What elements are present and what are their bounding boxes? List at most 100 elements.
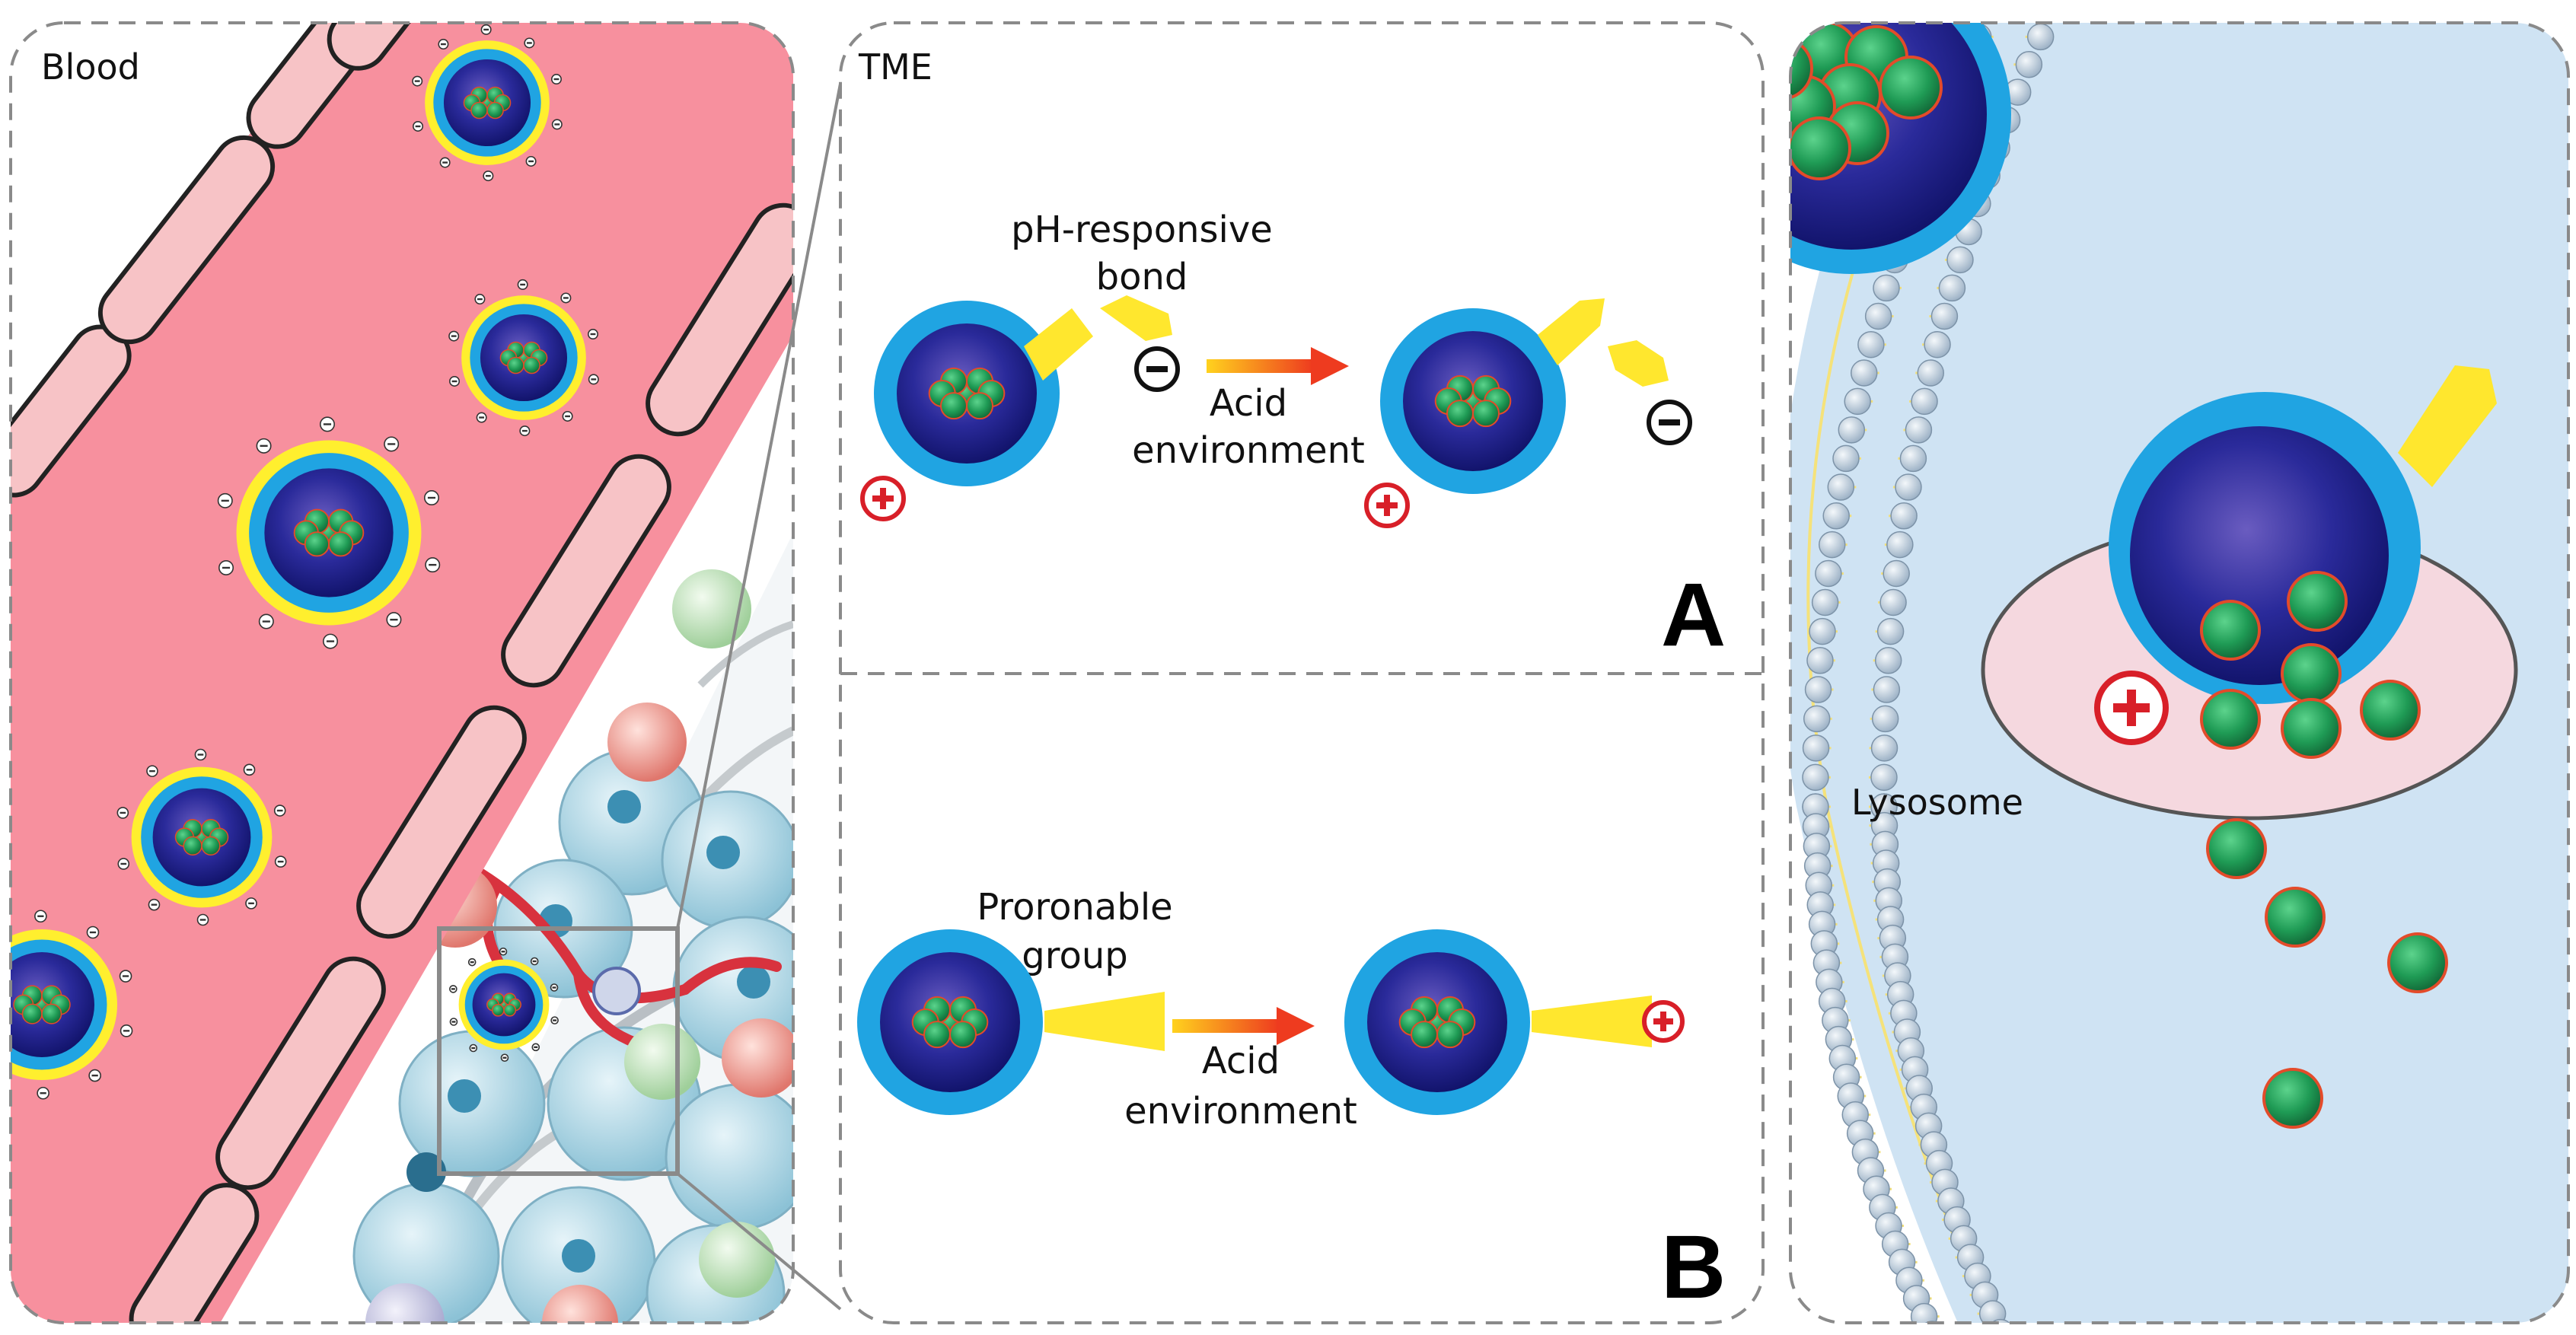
surface-charge (449, 1018, 458, 1026)
surface-charge (550, 1016, 559, 1024)
tme-panel: TME pH-responsive bond Acid environment (839, 21, 1765, 1324)
drug-molecule (2287, 571, 2348, 632)
drug-molecule (2200, 600, 2261, 661)
subpanel-b: Proronable group Acid environment B (857, 886, 1726, 1317)
drug-molecule (2387, 932, 2448, 993)
surface-charge (423, 490, 439, 506)
subpanel-b-tag: B (1661, 1217, 1726, 1317)
cell-membrane (1802, 23, 2055, 1323)
drug-molecule (183, 836, 202, 855)
surface-charge (88, 1069, 101, 1082)
surface-charge (467, 957, 477, 967)
zoom-box (437, 926, 680, 1176)
nanoparticle-in-lysosome (2109, 392, 2421, 704)
surface-charge (525, 155, 537, 167)
drug-molecule (1879, 56, 1943, 119)
nanoparticle-after (1344, 929, 1530, 1115)
ligand-cleavable (1100, 295, 1172, 341)
surface-charge (476, 412, 487, 423)
surface-charge (530, 957, 539, 966)
acid-arrow (1207, 347, 1349, 385)
drug-molecule (503, 1003, 517, 1017)
surface-charge (562, 410, 573, 422)
drug-molecule (470, 101, 488, 119)
tumor-cell (352, 748, 793, 1323)
surface-charge (256, 438, 272, 454)
ligand-attached (1024, 308, 1093, 381)
surface-charge (119, 970, 132, 983)
nanoparticle-entering (1790, 23, 2011, 274)
nanoparticle-after (1380, 308, 1566, 494)
drug-molecule (491, 1003, 505, 1017)
arrow-label-line1: Acid (1210, 382, 1287, 425)
drug-molecule (523, 356, 540, 374)
ligand-released (1608, 340, 1669, 387)
surface-charge (588, 374, 599, 385)
surface-charge (499, 947, 508, 956)
blood-label: Blood (41, 46, 140, 88)
surface-charge (519, 425, 531, 437)
negative-charge-released (1647, 400, 1692, 445)
endothelium-lower (129, 202, 793, 1323)
drug-molecule (1446, 400, 1475, 428)
surface-charge (196, 913, 209, 926)
drug-molecule (21, 1003, 43, 1024)
surface-charge (148, 898, 161, 911)
endothelium-upper (11, 23, 457, 498)
drug-molecule (304, 531, 330, 557)
surface-charge (273, 805, 286, 817)
surface-charge (500, 1053, 509, 1063)
positive-charge-after (1364, 483, 1410, 528)
nanoparticle (116, 748, 287, 926)
drug-molecule (1436, 1021, 1465, 1049)
surface-charge (258, 613, 274, 629)
positive-charge-protonated (1642, 1000, 1685, 1043)
surface-charge (218, 559, 234, 575)
positive-charge (860, 476, 906, 521)
blood-vessel (11, 23, 793, 1323)
surface-charge (439, 157, 451, 168)
zoom-connector-lines (676, 83, 842, 1311)
group-label-line1: Proronable (977, 886, 1172, 929)
surface-charge (116, 807, 129, 819)
drug-molecule (2206, 818, 2267, 879)
surface-charge (425, 557, 441, 573)
nanoparticle (448, 279, 599, 437)
surface-charge (412, 75, 423, 87)
ligand-remaining (1538, 298, 1605, 365)
nanoparticle (11, 910, 133, 1100)
surface-charge (524, 37, 535, 49)
surface-charge (120, 1024, 133, 1037)
arrow-label-line2: environment (1132, 429, 1365, 472)
surface-charge (550, 983, 559, 992)
drug-molecule (948, 1021, 977, 1049)
surface-charge (483, 170, 494, 182)
bond-label-line1: pH-responsive (1011, 209, 1273, 251)
nanoparticle (217, 416, 441, 649)
drug-molecule (2281, 643, 2342, 704)
protonated-group (1532, 996, 1652, 1047)
surface-charge (386, 612, 402, 628)
positive-charge (2094, 671, 2169, 745)
surface-charge (413, 120, 424, 132)
surface-charge (245, 897, 257, 910)
tme-label: TME (858, 46, 933, 88)
drug-molecule (41, 1003, 62, 1024)
surface-charge (37, 1086, 49, 1100)
subpanel-a: pH-responsive bond Acid environment (860, 209, 1726, 665)
surface-charge (480, 24, 492, 35)
arrow-label-line1: Acid (1202, 1040, 1280, 1082)
drug-molecule (328, 531, 354, 557)
drug-molecule (507, 356, 524, 374)
drug-molecule (1410, 1021, 1439, 1049)
surface-charge (438, 39, 449, 50)
nanoparticles-in-blood (11, 24, 599, 1100)
subpanel-a-tag: A (1661, 565, 1726, 665)
surface-charge (323, 633, 339, 649)
protonable-group (1044, 992, 1165, 1051)
drug-molecule (923, 1021, 952, 1049)
drug-molecule (2265, 887, 2326, 948)
drug-molecule (2200, 689, 2261, 750)
drug-molecule (1471, 400, 1500, 428)
surface-charge (384, 436, 400, 452)
